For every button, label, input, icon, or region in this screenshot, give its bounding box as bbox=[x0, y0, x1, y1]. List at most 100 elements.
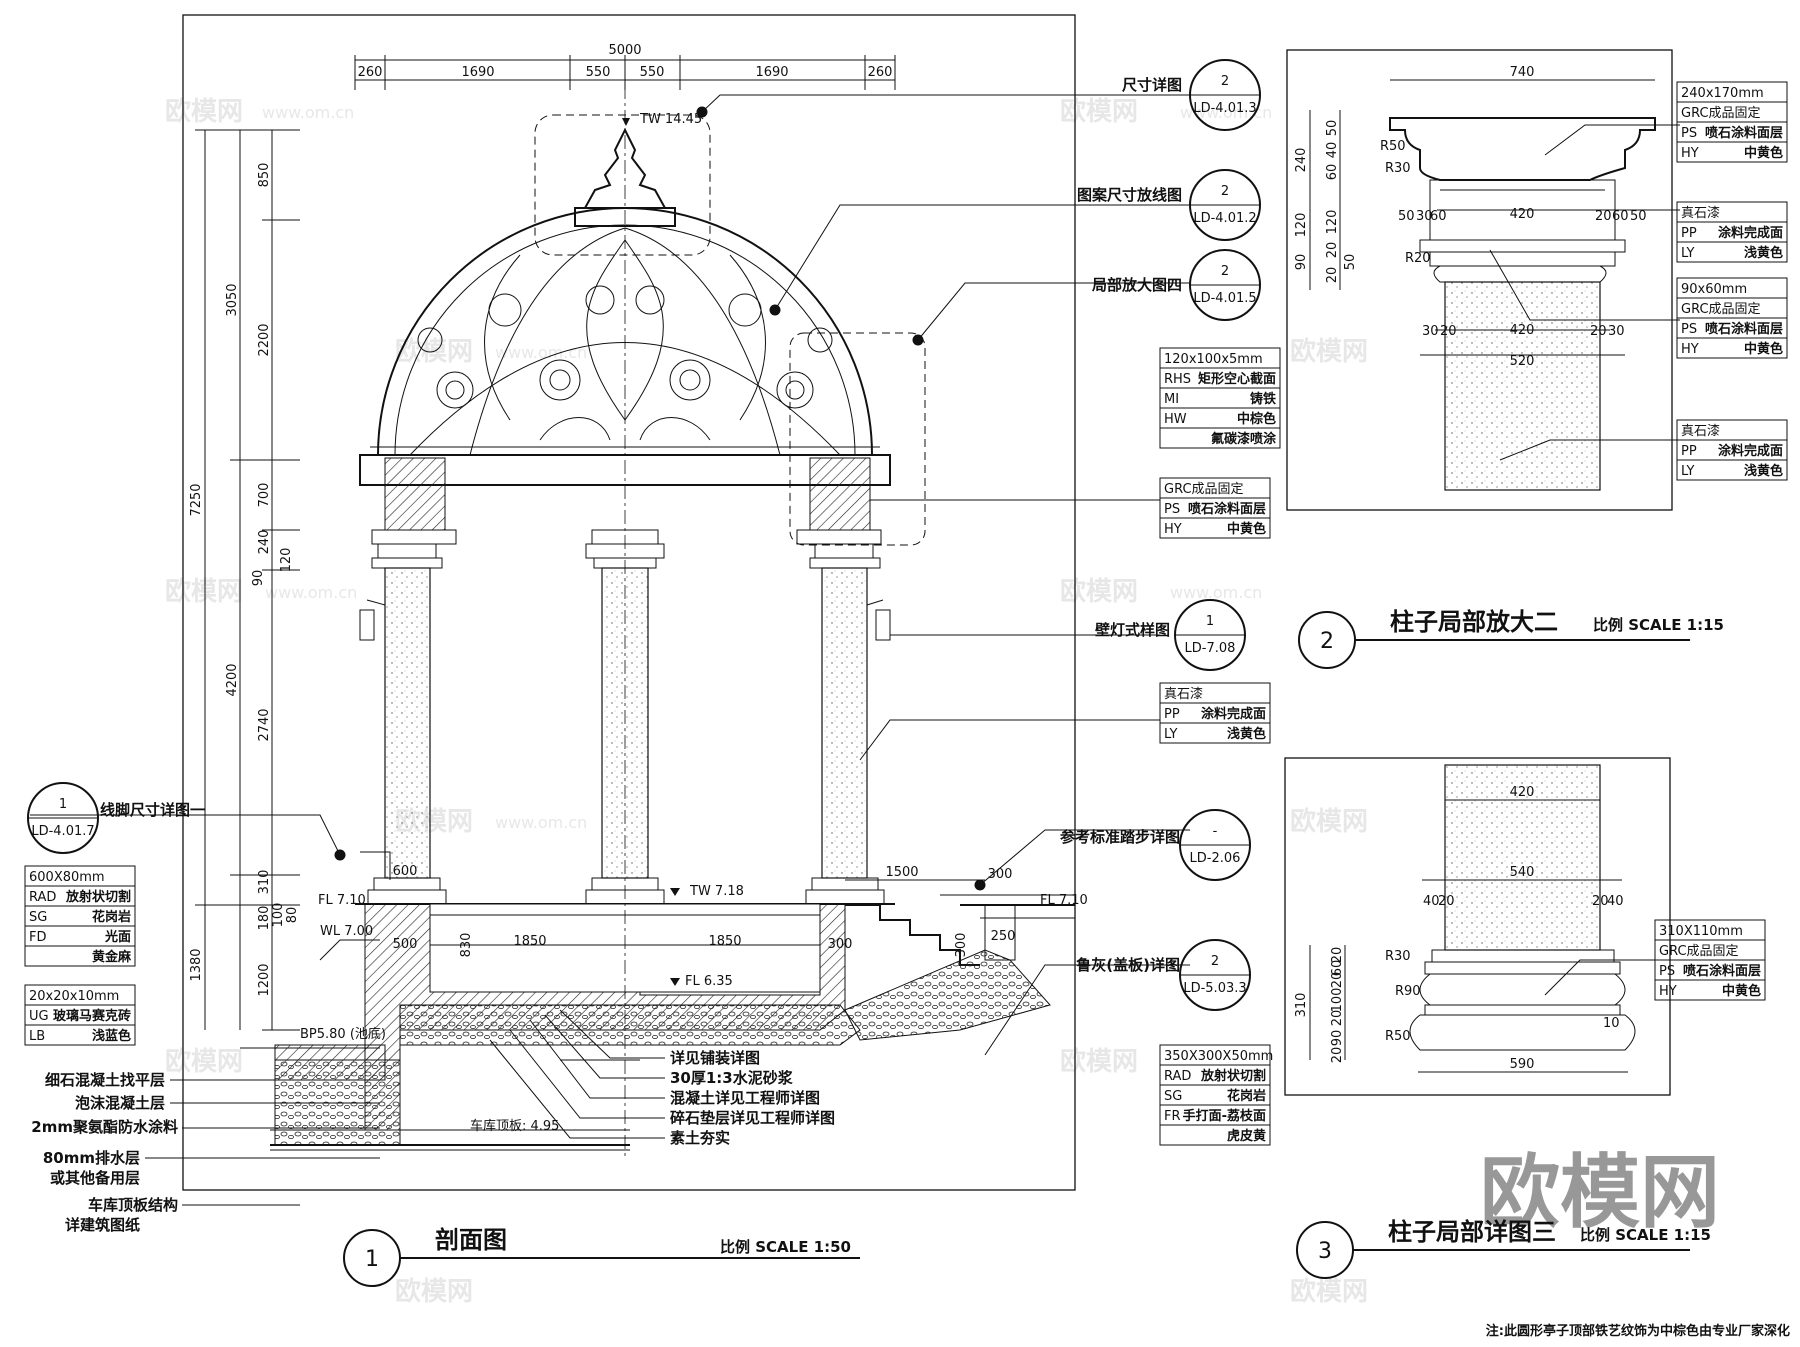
svg-text:LD-4.01.7: LD-4.01.7 bbox=[31, 824, 94, 839]
svg-text:2200: 2200 bbox=[257, 323, 272, 356]
svg-text:1: 1 bbox=[365, 1247, 379, 1272]
svg-text:线脚尺寸详图一: 线脚尺寸详图一 bbox=[100, 801, 205, 819]
svg-text:2: 2 bbox=[1211, 954, 1219, 969]
callout-step: 参考标准踏步详图 - LD-2.06 bbox=[1060, 809, 1251, 881]
svg-text:细石混凝土找平层: 细石混凝土找平层 bbox=[45, 1071, 165, 1089]
svg-text:120: 120 bbox=[1325, 210, 1340, 235]
tag-code: PS bbox=[1659, 964, 1675, 979]
tag-code: SG bbox=[1164, 1089, 1182, 1104]
tag-value: 花岗岩 bbox=[92, 909, 131, 925]
svg-text:R50: R50 bbox=[1385, 1029, 1411, 1044]
tag-code: RAD bbox=[29, 890, 56, 905]
tag-value: 手打面-荔枝面 bbox=[1183, 1108, 1266, 1124]
svg-text:1380: 1380 bbox=[189, 948, 204, 981]
watermark: 欧模网 bbox=[1290, 806, 1368, 837]
svg-text:LD-4.01.3: LD-4.01.3 bbox=[1193, 101, 1256, 116]
tag-code: HW bbox=[1164, 412, 1187, 427]
svg-text:LD-4.01.2: LD-4.01.2 bbox=[1193, 211, 1256, 226]
level-fl-right: FL 7.10 bbox=[1040, 893, 1088, 908]
column-right bbox=[805, 543, 885, 905]
watermark: 欧模网 bbox=[1060, 1046, 1138, 1077]
tag-value: 喷石涂料面层 bbox=[1188, 501, 1266, 517]
svg-text:3: 3 bbox=[1318, 1239, 1332, 1264]
section-title: 1 剖面图 比例 SCALE 1:50 bbox=[343, 1226, 860, 1287]
watermark: 欧模网 bbox=[165, 1046, 243, 1077]
tag-text: 真石漆 bbox=[1681, 423, 1720, 439]
tag-value: 浅黄色 bbox=[1744, 245, 1783, 261]
tag-value: 浅黄色 bbox=[1744, 463, 1783, 479]
svg-text:局部放大图四: 局部放大图四 bbox=[1091, 276, 1182, 294]
svg-text:50: 50 bbox=[1630, 209, 1647, 224]
tag-code: HY bbox=[1681, 342, 1699, 357]
top-dimensions: 5000 260 1690 550 550 1690 260 bbox=[354, 43, 896, 90]
svg-text:泡沫混凝土层: 泡沫混凝土层 bbox=[75, 1094, 165, 1112]
svg-text:20: 20 bbox=[1325, 242, 1340, 259]
svg-text:310: 310 bbox=[1294, 993, 1309, 1018]
tag-code: RHS bbox=[1164, 372, 1191, 387]
section-frame bbox=[182, 14, 1076, 1191]
tag-text: 600X80mm bbox=[29, 870, 105, 885]
svg-text:240: 240 bbox=[1294, 148, 1309, 173]
level-fl-left: FL 7.10 bbox=[318, 893, 366, 908]
level-wl: WL 7.00 bbox=[320, 924, 373, 939]
tag-code: FR bbox=[1164, 1109, 1181, 1124]
svg-text:20: 20 bbox=[1330, 1047, 1345, 1064]
svg-text:550: 550 bbox=[586, 65, 611, 80]
svg-text:详建筑图纸: 详建筑图纸 bbox=[65, 1216, 140, 1234]
tag-value: 涂料完成面 bbox=[1718, 225, 1783, 241]
svg-text:30厚1:3水泥砂浆: 30厚1:3水泥砂浆 bbox=[670, 1069, 794, 1087]
tag-value: 中黄色 bbox=[1722, 983, 1761, 999]
watermark-url: www.om.cn bbox=[262, 103, 354, 122]
tag-value: 光面 bbox=[104, 929, 131, 945]
svg-text:520: 520 bbox=[1510, 354, 1535, 369]
svg-text:20: 20 bbox=[1325, 267, 1340, 284]
tag-code: LB bbox=[29, 1029, 45, 1044]
svg-text:60: 60 bbox=[1430, 209, 1447, 224]
svg-text:1850: 1850 bbox=[513, 934, 546, 949]
svg-text:2: 2 bbox=[1221, 74, 1229, 89]
tag-code: UG bbox=[29, 1009, 49, 1024]
tag-value: 矩形空心截面 bbox=[1197, 371, 1276, 387]
tag-value: 中黄色 bbox=[1744, 145, 1783, 161]
footnote: 注:此圆形亭子顶部铁艺纹饰为中棕色由专业厂家深化 bbox=[1486, 1323, 1790, 1339]
svg-text:40: 40 bbox=[1607, 894, 1624, 909]
svg-text:250: 250 bbox=[991, 929, 1016, 944]
svg-text:50: 50 bbox=[1325, 120, 1340, 137]
entablature bbox=[359, 332, 926, 546]
svg-text:60: 60 bbox=[1330, 960, 1345, 977]
tag-text: 350X300X50mm bbox=[1164, 1049, 1273, 1064]
svg-text:柱子局部详图三: 柱子局部详图三 bbox=[1388, 1218, 1556, 1246]
tag-value: 铸铁 bbox=[1250, 391, 1276, 407]
svg-text:20: 20 bbox=[1590, 324, 1607, 339]
svg-text:尺寸详图: 尺寸详图 bbox=[1122, 76, 1182, 94]
section-view: 5000 260 1690 550 550 1690 260 7250 3050… bbox=[182, 14, 1088, 1287]
level-garage: 车库顶板: 4.95 bbox=[470, 1118, 559, 1134]
svg-text:600: 600 bbox=[393, 864, 418, 879]
watermark: 欧模网 bbox=[1060, 96, 1138, 127]
level-tw-top: TW 14.45 bbox=[639, 112, 702, 127]
svg-text:R50: R50 bbox=[1380, 139, 1406, 154]
tag-code: LY bbox=[1164, 727, 1178, 742]
svg-text:50: 50 bbox=[1343, 254, 1358, 271]
tag-code: SG bbox=[29, 910, 47, 925]
svg-text:90: 90 bbox=[1294, 254, 1309, 271]
tag-text: GRC成品固定 bbox=[1164, 482, 1244, 497]
svg-text:1: 1 bbox=[59, 797, 67, 812]
tag-text: GRC成品固定 bbox=[1681, 106, 1761, 121]
level-labels: TW 7.18 FL 7.10 FL 7.10 WL 7.00 FL 6.35 … bbox=[300, 884, 1088, 1134]
watermark: 欧模网 bbox=[1290, 1276, 1368, 1307]
left-dimensions: 7250 3050 4200 1380 850 2200 700 240 90 … bbox=[189, 129, 300, 1031]
tag-text: 310X110mm bbox=[1659, 924, 1743, 939]
inner-dimensions: 600 500 830 1850 1850 300 1500 300 250 3… bbox=[393, 864, 1016, 957]
svg-text:20: 20 bbox=[1595, 209, 1612, 224]
svg-text:20: 20 bbox=[1330, 972, 1345, 989]
svg-text:混凝土详见工程师详图: 混凝土详见工程师详图 bbox=[670, 1089, 820, 1107]
tag-value: 喷石涂料面层 bbox=[1705, 125, 1783, 141]
svg-text:素土夯实: 素土夯实 bbox=[670, 1129, 730, 1147]
svg-text:比例 SCALE 1:50: 比例 SCALE 1:50 bbox=[720, 1238, 851, 1256]
tag-text: 120x100x5mm bbox=[1164, 352, 1263, 367]
